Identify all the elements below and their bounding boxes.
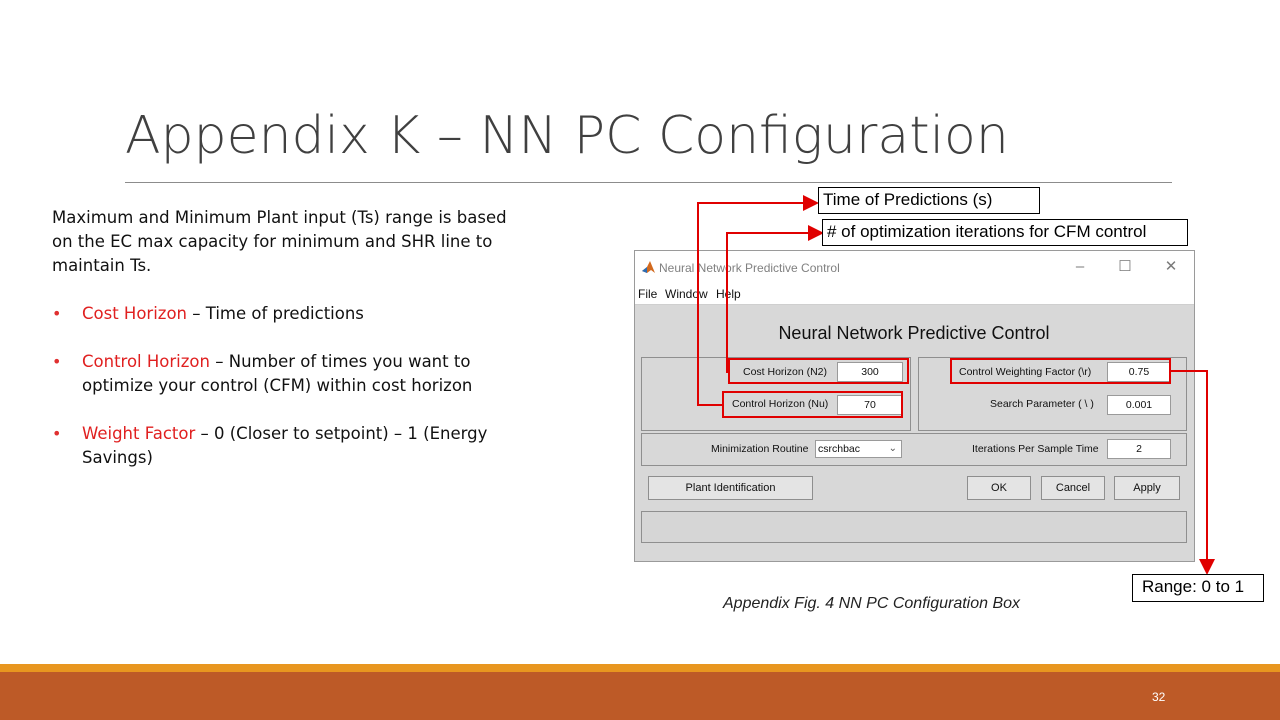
weighting-label: Control Weighting Factor (\r) [959,366,1092,378]
bullet-glyph: • [52,304,62,323]
title-divider [125,182,1172,183]
chevron-down-icon: ⌄ [888,443,897,454]
footer-accent-bar [0,664,1280,672]
highlight-cost-horizon [728,358,909,384]
status-bar [641,511,1187,543]
highlight-weighting [950,358,1171,384]
callout-optimization-iterations: # of optimization iterations for CFM con… [822,219,1188,246]
body-text: Maximum and Minimum Plant input (Ts) ran… [52,206,522,470]
minimization-value: csrchbac [818,443,861,455]
callout-range: Range: 0 to 1 [1132,574,1264,602]
arrow-range [1171,370,1215,575]
bullet-text: – Number of times you want to optimize y… [82,352,473,395]
cancel-button[interactable]: Cancel [1041,476,1105,500]
menu-help[interactable]: Help [716,287,741,301]
arrow-optimization-iterations [726,225,824,373]
iterations-field[interactable]: 2 [1107,439,1171,459]
menu-file[interactable]: File [638,287,658,301]
callout-time-of-predictions: Time of Predictions (s) [818,187,1040,214]
arrow-time-of-predictions [697,195,819,406]
footer-bar [0,672,1280,720]
minimize-icon[interactable]: – [1075,258,1085,275]
minimization-group [641,433,1187,466]
page-number: 32 [1152,690,1166,704]
horizon-group [641,357,911,431]
matlab-icon [642,261,655,273]
apply-button[interactable]: Apply [1114,476,1180,500]
control-horizon-label: Control Horizon (Nu) [732,398,829,410]
dialog-heading: Neural Network Predictive Control [778,323,1050,343]
search-parameter-label: Search Parameter ( \ ) [990,398,1094,410]
intro-paragraph: Maximum and Minimum Plant input (Ts) ran… [52,208,507,275]
cost-horizon-field[interactable]: 300 [837,362,903,382]
bullet-term: Weight Factor [82,424,196,443]
bullet-text: – 0 (Closer to setpoint) – 1 (Energy Sav… [82,424,488,467]
bullet-term: Cost Horizon [82,304,188,323]
search-parameter-field[interactable]: 0.001 [1107,395,1171,415]
maximize-icon[interactable]: ☐ [1118,258,1132,275]
close-icon[interactable]: ✕ [1164,258,1178,275]
minimization-select[interactable]: csrchbac ⌄ [815,440,902,458]
bullet-cost-horizon: • Cost Horizon – Time of predictions [52,302,522,326]
cost-horizon-label: Cost Horizon (N2) [743,366,828,378]
bullet-glyph: • [52,352,62,371]
dialog-titlebar: Neural Network Predictive Control – ☐ ✕ [635,251,1194,284]
bullet-term: Control Horizon [82,352,210,371]
highlight-control-horizon [722,391,903,418]
iterations-label: Iterations Per Sample Time [972,443,1099,455]
bullet-text: – Time of predictions [187,304,364,323]
ok-button[interactable]: OK [967,476,1031,500]
control-horizon-field[interactable]: 70 [837,395,903,415]
weighting-group [918,357,1187,431]
bullet-control-horizon: • Control Horizon – Number of times you … [52,350,522,398]
bullet-weight-factor: • Weight Factor – 0 (Closer to setpoint)… [52,422,522,470]
plant-identification-button[interactable]: Plant Identification [648,476,813,500]
minimization-label: Minimization Routine [711,443,809,455]
figure-caption: Appendix Fig. 4 NN PC Configuration Box [723,595,1021,612]
bullet-glyph: • [52,424,62,443]
slide-title: Appendix K – NN PC Configuration [125,106,1009,166]
dialog-window-title: Neural Network Predictive Control [659,261,840,275]
